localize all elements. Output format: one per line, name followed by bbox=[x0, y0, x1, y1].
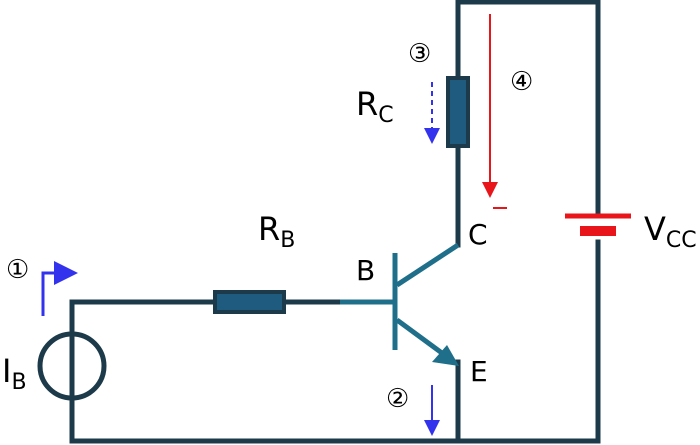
label-rb-sub: B bbox=[280, 228, 295, 253]
label-rc-main: R bbox=[356, 85, 378, 123]
label-ib-sub: B bbox=[11, 370, 26, 395]
node-b-label: B bbox=[356, 254, 375, 287]
resistor-rc bbox=[446, 76, 470, 148]
label-rc-sub: C bbox=[378, 103, 393, 128]
node-e-label: E bbox=[470, 355, 488, 388]
node-c-label: C bbox=[468, 218, 488, 251]
label-ib: IB bbox=[2, 352, 27, 395]
transistor bbox=[340, 242, 460, 359]
wires bbox=[69, 0, 601, 444]
label-ib-main: I bbox=[2, 352, 11, 390]
label-rc: RC bbox=[356, 85, 394, 128]
transistor-emitter-lead bbox=[395, 317, 448, 359]
transistor-collector-lead bbox=[395, 242, 460, 288]
marker-2: ② bbox=[386, 384, 409, 414]
marker-1: ① bbox=[6, 255, 29, 285]
label-rb: RB bbox=[258, 210, 295, 253]
label-vcc: VCC bbox=[644, 210, 697, 253]
label-rb-main: R bbox=[258, 210, 280, 248]
label-vcc-sub: CC bbox=[666, 228, 697, 253]
emitter-arrow bbox=[432, 345, 459, 366]
arrow-1 bbox=[41, 261, 78, 316]
marker-3: ③ bbox=[408, 39, 431, 69]
label-vcc-main: V bbox=[644, 210, 666, 248]
resistor-rb bbox=[213, 290, 286, 314]
marker-4: ④ bbox=[510, 67, 533, 97]
battery-short-plate bbox=[580, 226, 616, 236]
